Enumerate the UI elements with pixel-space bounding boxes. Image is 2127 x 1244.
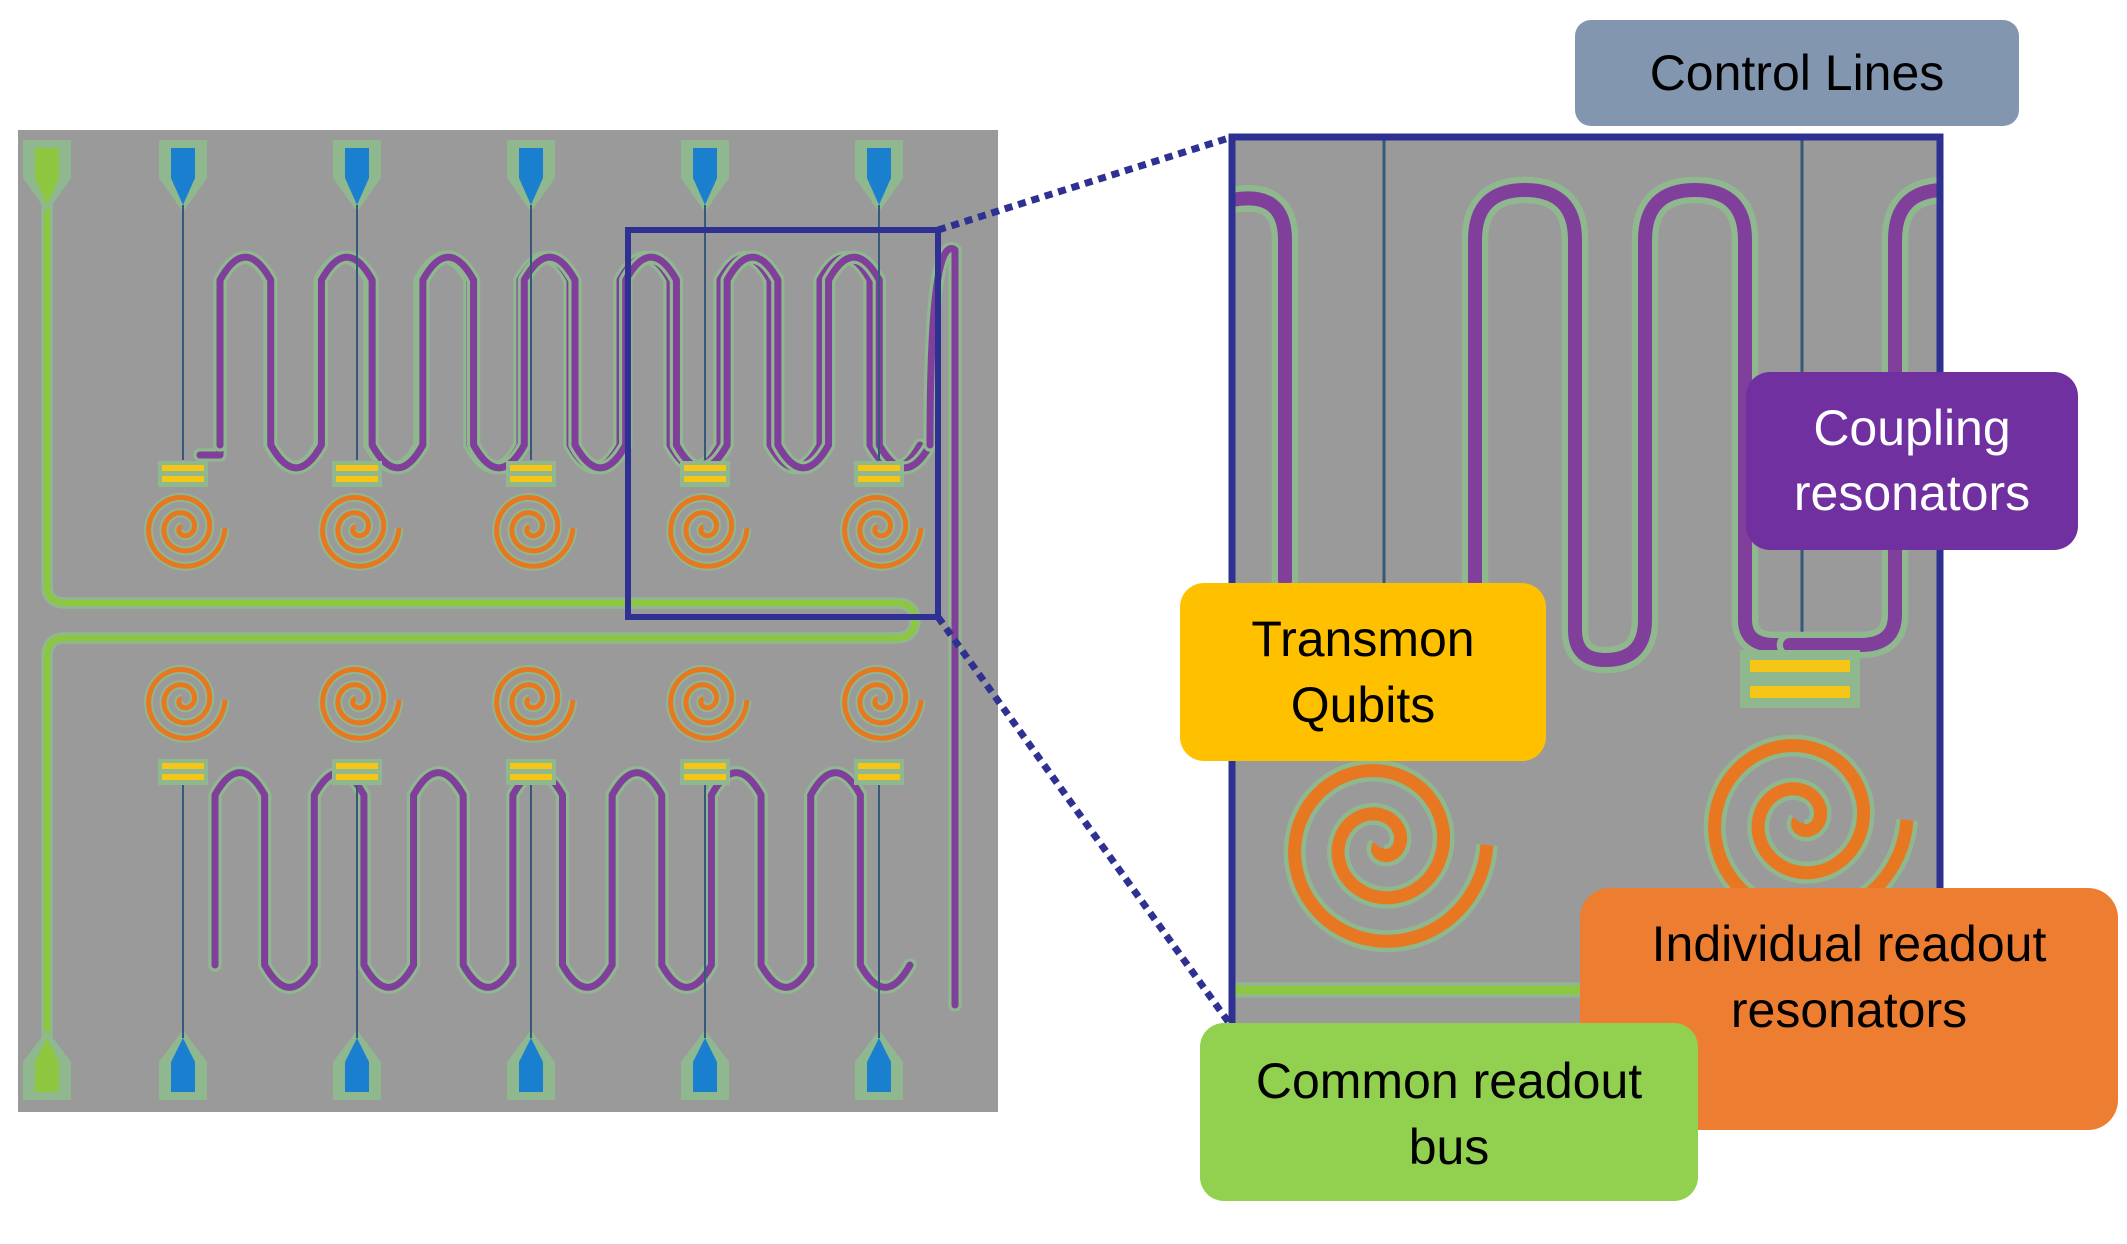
launch-pad-top (345, 148, 369, 205)
label-transmon-qubits: Transmon Qubits (1180, 583, 1546, 761)
chip-overview (18, 130, 998, 1112)
zoom-transmon-qubit (1750, 660, 1850, 672)
launch-pad-top (867, 148, 891, 205)
label-control-lines: Control Lines (1575, 20, 2019, 126)
transmon-qubit-pad (680, 461, 730, 487)
transmon-qubit (858, 774, 900, 780)
label-bus-line1: Common readout (1256, 1053, 1642, 1109)
transmon-qubit-pad (158, 461, 208, 487)
label-bus-line2: bus (1409, 1119, 1490, 1175)
zoom-coupling-right (1783, 183, 1940, 652)
transmon-qubit (162, 465, 204, 471)
label-coupling-line2: resonators (1794, 465, 2030, 521)
transmon-qubit-pad (332, 461, 382, 487)
spiral-resonator (320, 666, 402, 741)
launch-pad-top (693, 148, 717, 205)
zoom-panel (1228, 133, 1944, 1031)
label-readout-line1: Individual readout (1652, 916, 2047, 972)
label-common-bus: Common readout bus (1200, 1023, 1698, 1201)
transmon-qubit (684, 465, 726, 471)
zoom-coupling-left (1232, 191, 1292, 587)
transmon-qubit-pad (506, 461, 556, 487)
spiral-resonator (494, 666, 576, 741)
transmon-qubit (858, 763, 900, 769)
zoom-spiral-resonator (1708, 738, 1914, 923)
transmon-qubit (336, 465, 378, 471)
zoom-transmon-qubit (1750, 686, 1850, 698)
transmon-qubit-pad (158, 759, 208, 785)
label-coupling-resonators: Coupling resonators (1746, 372, 2078, 550)
label-readout-line2: resonators (1731, 982, 1967, 1038)
launch-pad-bottom (693, 1038, 717, 1092)
launch-pad-top (35, 148, 59, 205)
label-transmon-line1: Transmon (1251, 611, 1474, 667)
transmon-qubit (858, 465, 900, 471)
zoom-region-frame (625, 227, 941, 620)
spiral-resonator (668, 494, 750, 569)
spiral-resonator (494, 494, 576, 569)
spiral-resonator (146, 494, 228, 569)
label-control-lines-box (1575, 20, 2019, 126)
launch-pad-bottom (35, 1038, 59, 1092)
transmon-qubit-pad (854, 759, 904, 785)
label-individual-readout: Individual readout resonators (1580, 888, 2118, 1130)
launch-pad-bottom (345, 1038, 369, 1092)
transmon-qubit (510, 763, 552, 769)
transmon-qubit-pad (506, 759, 556, 785)
spiral-resonator (320, 494, 402, 569)
coupling-resonator-top-meander (216, 253, 934, 472)
launch-pad-bottom (519, 1038, 543, 1092)
transmon-qubit-pad (332, 759, 382, 785)
coupling-resonator-bottom-meander (211, 769, 914, 991)
transmon-qubit-pad (854, 461, 904, 487)
transmon-qubit (684, 763, 726, 769)
transmon-qubit (510, 465, 552, 471)
transmon-qubit (510, 774, 552, 780)
spiral-resonator (842, 666, 924, 741)
transmon-qubit-pad (680, 759, 730, 785)
label-transmon-line2: Qubits (1291, 677, 1436, 733)
launch-pad-bottom (867, 1038, 891, 1092)
label-coupling-line1: Coupling (1813, 400, 2010, 456)
spiral-resonator (842, 494, 924, 569)
transmon-qubit (336, 774, 378, 780)
transmon-qubit (162, 763, 204, 769)
label-bus-box (1200, 1023, 1698, 1201)
zoom-transmon-pad (1740, 650, 1860, 708)
zoom-connector-bottom (935, 614, 1235, 1030)
label-readout-box (1580, 888, 2118, 1130)
label-control-lines-text: Control Lines (1650, 45, 1945, 101)
label-transmon-box (1180, 583, 1546, 761)
launch-pad-bottom (171, 1038, 195, 1092)
transmon-qubit (336, 476, 378, 482)
zoom-coupling-meander (1433, 183, 1797, 667)
zoom-connector-top (936, 133, 1234, 234)
transmon-qubit (336, 763, 378, 769)
transmon-qubit (684, 774, 726, 780)
transmon-qubit (684, 476, 726, 482)
transmon-qubit (162, 774, 204, 780)
launch-pad-top (519, 148, 543, 205)
transmon-qubit (162, 476, 204, 482)
spiral-resonator (668, 666, 750, 741)
zoom-spiral-resonator (1288, 763, 1494, 948)
spiral-resonator (146, 666, 228, 741)
transmon-qubit (858, 476, 900, 482)
transmon-qubit (510, 476, 552, 482)
launch-pad-top (171, 148, 195, 205)
label-coupling-box (1746, 372, 2078, 550)
